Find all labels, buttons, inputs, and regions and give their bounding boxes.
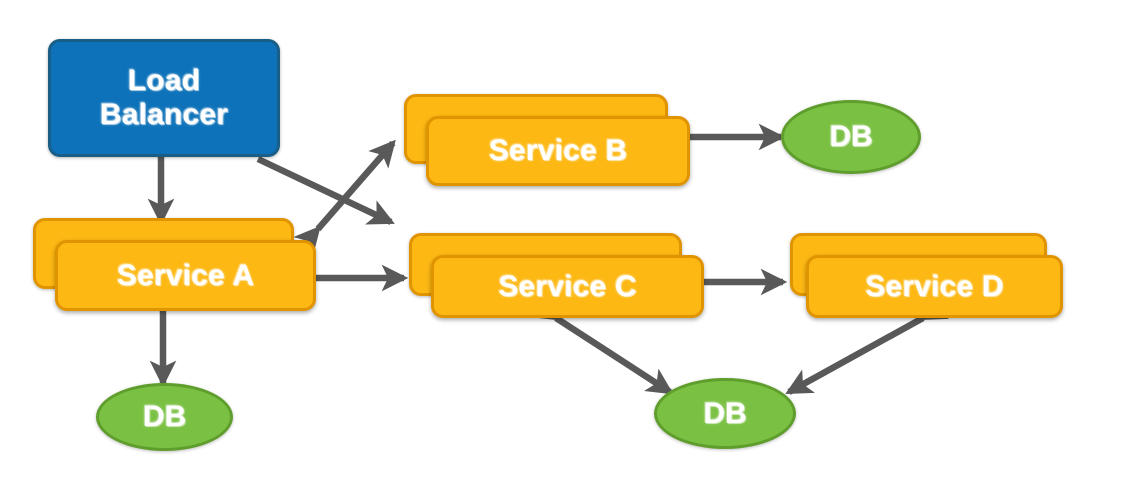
service-a-label: Service A bbox=[116, 258, 255, 292]
node-service-b[interactable]: Service B bbox=[404, 94, 690, 186]
edge-service-d-to-db-cd bbox=[785, 295, 950, 395]
load-balancer-card[interactable]: Load Balancer bbox=[48, 39, 280, 157]
edge-service-c-to-db-cd bbox=[529, 294, 674, 395]
db-b-label: DB bbox=[829, 120, 873, 153]
service-d-card-front[interactable]: Service D bbox=[806, 255, 1063, 318]
node-db-b[interactable]: DB bbox=[781, 100, 921, 174]
service-b-label: Service B bbox=[488, 134, 628, 168]
db-cd-label: DB bbox=[703, 396, 747, 430]
node-service-c[interactable]: Service C bbox=[409, 233, 704, 318]
edge-service-a-to-service-b bbox=[293, 139, 396, 255]
service-d-label: Service D bbox=[865, 269, 1004, 303]
db-b-ellipse[interactable]: DB bbox=[781, 100, 921, 174]
node-db-cd[interactable]: DB bbox=[654, 378, 796, 449]
edge-lb-to-service-c bbox=[256, 156, 395, 225]
service-b-card-front[interactable]: Service B bbox=[426, 116, 690, 186]
db-cd-ellipse[interactable]: DB bbox=[654, 378, 796, 449]
service-a-card-front[interactable]: Service A bbox=[55, 240, 316, 311]
node-service-a[interactable]: Service A bbox=[33, 218, 316, 311]
service-c-card-front[interactable]: Service C bbox=[431, 255, 704, 318]
node-db-a[interactable]: DB bbox=[96, 383, 233, 451]
db-a-ellipse[interactable]: DB bbox=[96, 383, 233, 451]
node-load-balancer[interactable]: Load Balancer bbox=[48, 39, 280, 157]
db-a-label: DB bbox=[142, 400, 187, 433]
node-service-d[interactable]: Service D bbox=[790, 233, 1063, 318]
service-c-label: Service C bbox=[498, 269, 637, 303]
load-balancer-label: Load Balancer bbox=[99, 64, 229, 131]
